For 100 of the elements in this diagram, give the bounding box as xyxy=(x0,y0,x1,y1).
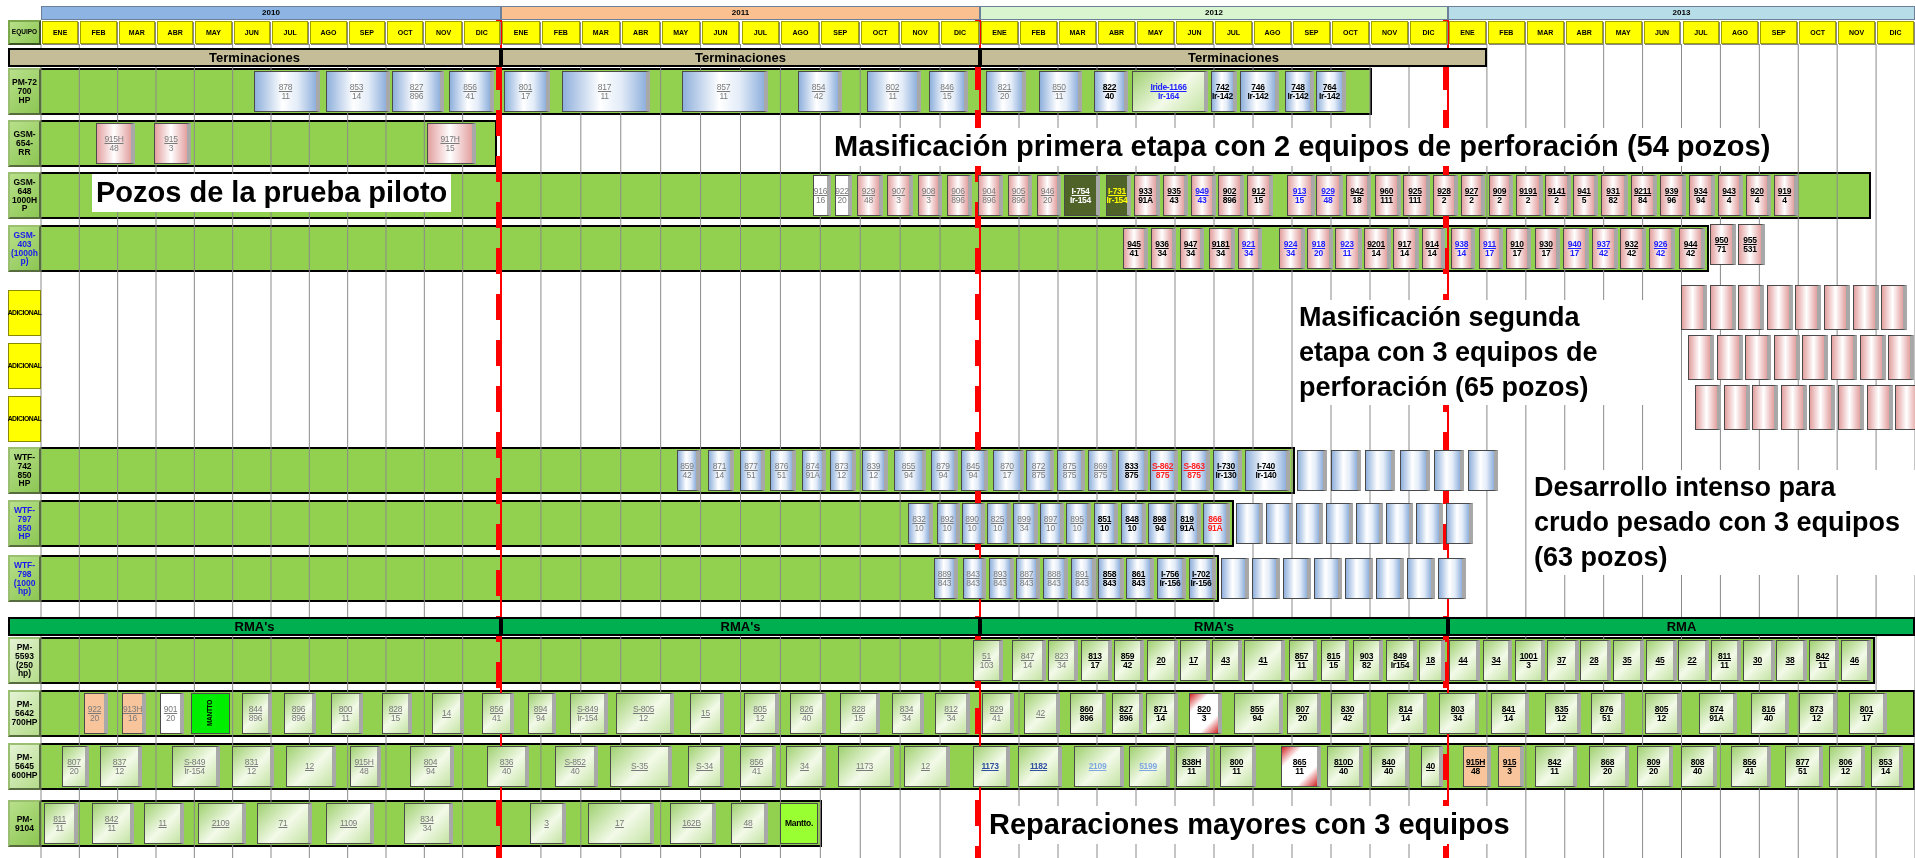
well-number: 813 xyxy=(1088,651,1102,661)
well-code: Ir-140 xyxy=(1255,470,1277,480)
well-number: 801 xyxy=(518,82,533,92)
well-code: 41 xyxy=(1745,766,1754,776)
empty-task-box xyxy=(1252,558,1280,599)
well-code: 875 xyxy=(1124,470,1139,480)
empty-task-box xyxy=(1853,285,1879,330)
well-task-box: 35 xyxy=(1613,640,1644,681)
well-task-box xyxy=(1439,693,1479,734)
well-code: 15 xyxy=(854,713,863,723)
well-task-box xyxy=(504,71,550,112)
well-number: S-849 xyxy=(576,704,599,714)
well-number: 840 xyxy=(1381,757,1396,767)
well-number: 839 xyxy=(866,461,881,471)
well-task-box: 71 xyxy=(257,803,312,844)
empty-task-box xyxy=(1774,335,1800,380)
empty-task-box xyxy=(1438,558,1466,599)
well-task-box xyxy=(487,746,529,787)
well-task-box: 14 xyxy=(432,693,464,734)
well-code: Ir154 xyxy=(1390,660,1410,670)
well-code: 3 xyxy=(1526,660,1531,670)
well-code: 94 xyxy=(1696,195,1705,205)
well-code: 34 xyxy=(1019,523,1029,533)
well-code: 94 xyxy=(426,766,435,776)
well-code: 896 xyxy=(951,195,965,205)
well-task-box xyxy=(887,175,913,216)
well-number: I-731 xyxy=(1108,186,1126,196)
well-task-box xyxy=(1016,558,1040,599)
well-task-box: 44 xyxy=(1449,640,1480,681)
well-code: 34 xyxy=(1057,660,1066,670)
well-task-box xyxy=(677,450,700,491)
well-number: S-852 xyxy=(564,757,586,767)
well-number: S-863 xyxy=(1183,461,1205,471)
well-code: 84 xyxy=(1638,195,1647,205)
well-task-box xyxy=(1289,640,1317,681)
well-number: 917 xyxy=(1397,239,1412,249)
well-task-box xyxy=(382,693,412,734)
well-code: 843 xyxy=(1131,578,1146,588)
well-code: 20 xyxy=(1603,766,1612,776)
well-number: 9211 xyxy=(1633,186,1652,196)
well-number: 811 xyxy=(1718,651,1731,661)
empty-task-box xyxy=(1781,385,1807,430)
well-code: 843 xyxy=(1102,578,1117,588)
well-task-box xyxy=(1189,558,1216,599)
well-number: 827 xyxy=(409,82,424,92)
well-code: 2 xyxy=(1441,195,1447,205)
well-number: I-756 xyxy=(1161,569,1179,579)
well-task-box xyxy=(1112,693,1143,734)
section-header: RMA's xyxy=(8,617,501,636)
empty-task-box xyxy=(1767,285,1793,330)
well-code: 20 xyxy=(837,195,847,205)
section-header: RMA's xyxy=(501,617,980,636)
well-task-box: 1173 xyxy=(973,746,1010,787)
well-code: 40 xyxy=(570,766,580,776)
well-code: 34 xyxy=(1186,248,1195,258)
well-code: 896 xyxy=(291,713,306,723)
well-code: 103 xyxy=(979,660,994,670)
well-task-box: 43 xyxy=(1212,640,1242,681)
well-task-box xyxy=(528,693,556,734)
well-number: 9191 xyxy=(1519,186,1537,196)
well-task-box xyxy=(1589,746,1629,787)
well-number: 856 xyxy=(489,704,504,714)
well-code: 71 xyxy=(1717,244,1726,254)
well-code: 14 xyxy=(1400,248,1409,258)
well-code: 11 xyxy=(600,91,609,101)
well-number: 874 xyxy=(1709,704,1724,714)
well-task-box xyxy=(1121,503,1146,544)
well-number: 892 xyxy=(940,514,954,524)
well-task-box: 30 xyxy=(1743,640,1775,681)
well-task-box xyxy=(1637,746,1673,787)
well-code: 14 xyxy=(1156,713,1165,723)
well-number: 949 xyxy=(1195,186,1209,196)
well-code: 14 xyxy=(1504,713,1513,723)
well-code: 10 xyxy=(1100,523,1109,533)
well-number: 836 xyxy=(499,757,514,767)
well-code: 896 xyxy=(1119,713,1133,723)
empty-task-box xyxy=(1345,558,1373,599)
schedule-bar xyxy=(41,225,1709,272)
well-code: 11 xyxy=(1232,766,1241,776)
well-number: 810D xyxy=(1333,757,1354,767)
well-code: 14 xyxy=(1023,660,1032,670)
well-task-box xyxy=(1631,175,1657,216)
well-code: 20 xyxy=(1314,248,1323,258)
well-code: 10 xyxy=(914,523,924,533)
well-code: 51 xyxy=(1798,766,1807,776)
well-code: 17 xyxy=(1090,660,1100,670)
well-number: Iride-1166 xyxy=(1150,82,1187,92)
well-number: 912 xyxy=(1251,186,1266,196)
well-task-box xyxy=(682,71,768,112)
well-task-box xyxy=(830,450,856,491)
well-task-box xyxy=(929,71,968,112)
well-number: I-754 xyxy=(1071,186,1090,196)
well-task-box: 2109 xyxy=(198,803,246,844)
well-number: 819 xyxy=(1180,514,1194,524)
section-header: Terminaciones xyxy=(8,48,501,67)
well-number: 803 xyxy=(1450,704,1465,714)
well-code: 15 xyxy=(391,713,400,723)
empty-task-box xyxy=(1860,335,1886,380)
empty-task-box xyxy=(1297,450,1327,491)
well-number: 828 xyxy=(851,704,866,714)
